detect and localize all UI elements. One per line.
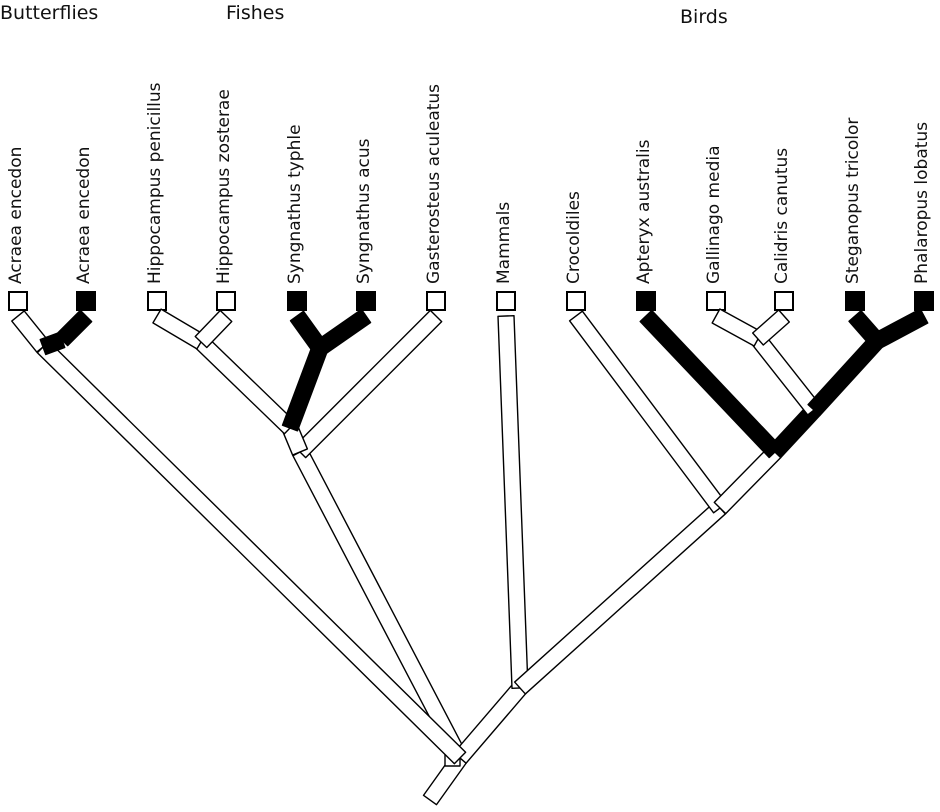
tip-branch-mammals	[497, 314, 529, 690]
syngnathus-branch	[281, 344, 329, 432]
open-state-marker	[706, 291, 726, 311]
hippocampus-branch	[194, 335, 297, 435]
butterflies-stem-branch	[36, 340, 467, 765]
tip-branch-crocodiles	[568, 310, 728, 514]
filled-state-marker	[76, 291, 96, 311]
tip-branch-syngnathus-acus	[314, 308, 372, 356]
filled-state-marker	[636, 291, 656, 311]
phalarope-branch	[807, 334, 884, 417]
open-state-marker	[216, 291, 236, 311]
open-state-marker	[774, 291, 794, 311]
fishes-stem-branch	[292, 447, 468, 763]
open-state-marker	[426, 291, 446, 311]
filled-state-marker	[914, 291, 934, 311]
group-label-fishes: Fishes	[226, 2, 285, 24]
open-state-marker	[8, 291, 28, 311]
tip-branch-phalaropus	[872, 308, 929, 349]
tip-branch-gallinago	[711, 308, 763, 347]
tip-branch-hippocampus-penicillus	[152, 308, 206, 350]
tip-branch-hippocampus-zosterae	[194, 309, 233, 349]
tip-branch-acraea-open	[11, 310, 50, 353]
open-state-marker	[566, 291, 586, 311]
tip-branch-acraea-filled	[55, 309, 93, 347]
open-state-marker	[147, 291, 167, 311]
tip-branch-calidris	[751, 309, 791, 346]
open-state-marker	[496, 291, 516, 311]
archosaur-branch	[513, 501, 727, 695]
filled-state-marker	[845, 291, 865, 311]
group-label-birds: Birds	[680, 6, 728, 28]
filled-state-marker	[287, 291, 307, 311]
group-label-butterflies: Butterflies	[0, 2, 99, 24]
filled-state-marker	[356, 291, 376, 311]
tip-branch-apteryx	[639, 309, 782, 459]
